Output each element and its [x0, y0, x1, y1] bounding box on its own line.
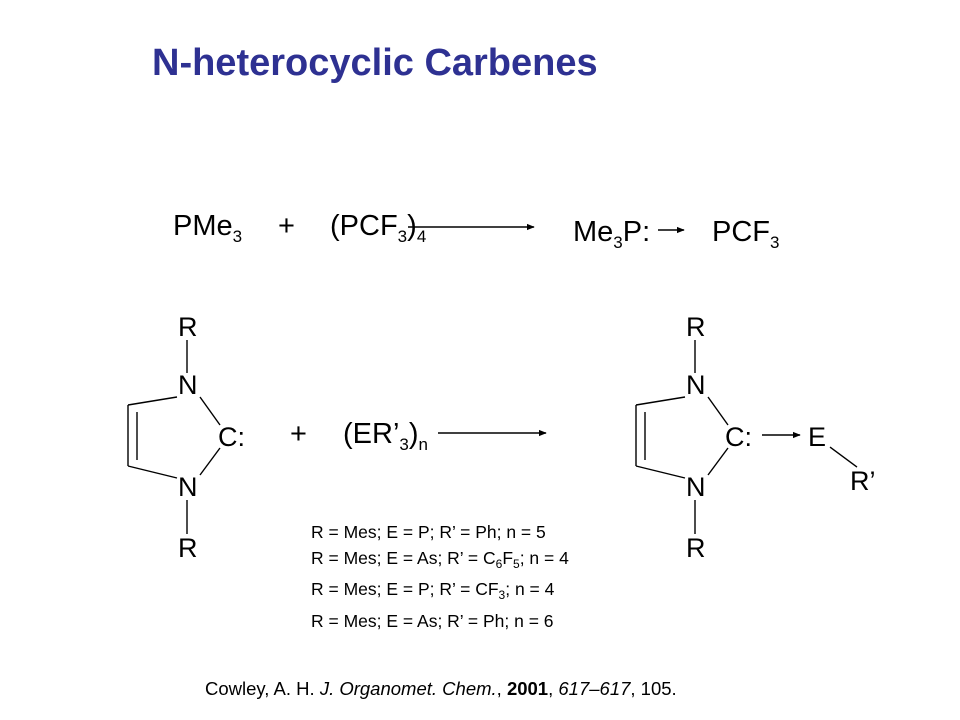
left-bond-n-c-bottom	[199, 447, 221, 476]
right-n-top: N	[686, 370, 706, 400]
condition-line-1: R = Mes; E = P; R’ = Ph; n = 5	[311, 522, 546, 542]
literature-reference: Cowley, A. H. J. Organomet. Chem., 2001,…	[205, 678, 677, 699]
condition-line-4: R = Mes; E = As; R’ = Ph; n = 6	[311, 610, 554, 631]
left-n-top: N	[178, 370, 198, 400]
left-r-bottom: R	[178, 533, 198, 563]
right-bond-n-ch-top	[635, 396, 686, 406]
left-bond-n-ch-bottom	[127, 465, 178, 479]
left-carbene-carbon: C:	[218, 422, 245, 452]
right-n-bottom: N	[686, 472, 706, 502]
condition-line-2: R = Mes; E = As; R’ = C6F5; n = 4	[311, 547, 569, 571]
bond-e-r-prime	[829, 446, 858, 468]
left-bond-n-ch-top	[127, 396, 178, 406]
reactant-pcf3-tetramer: (PCF3)4	[330, 210, 427, 246]
pnictogen-e: E	[808, 422, 827, 452]
r-prime-substituent: R’	[850, 466, 876, 496]
left-bond-n-c-top	[199, 396, 221, 426]
slide-title: N-heterocyclic Carbenes	[152, 42, 598, 84]
left-n-bottom: N	[178, 472, 198, 502]
right-bond-n-c-bottom	[707, 447, 729, 476]
right-r-top: R	[686, 312, 706, 342]
product-pcf3: PCF3	[712, 216, 780, 252]
right-carbene-carbon: C:	[725, 422, 752, 452]
plus-sign-2: +	[290, 418, 307, 450]
right-bond-n-ch-bottom	[635, 465, 686, 479]
condition-line-3: R = Mes; E = P; R’ = CF3; n = 4	[311, 579, 555, 602]
right-r-bottom: R	[686, 533, 706, 563]
product-me3p: Me3P:	[573, 216, 651, 252]
right-bond-n-c-top	[707, 396, 729, 426]
reactant-pme3: PMe3	[173, 210, 243, 246]
plus-sign-1: +	[278, 210, 295, 242]
reagent-er3n: (ER’3)n	[343, 418, 428, 454]
left-r-top: R	[178, 312, 198, 342]
substituent-conditions: R = Mes; E = P; R’ = Ph; n = 5 R = Mes; …	[311, 520, 569, 634]
